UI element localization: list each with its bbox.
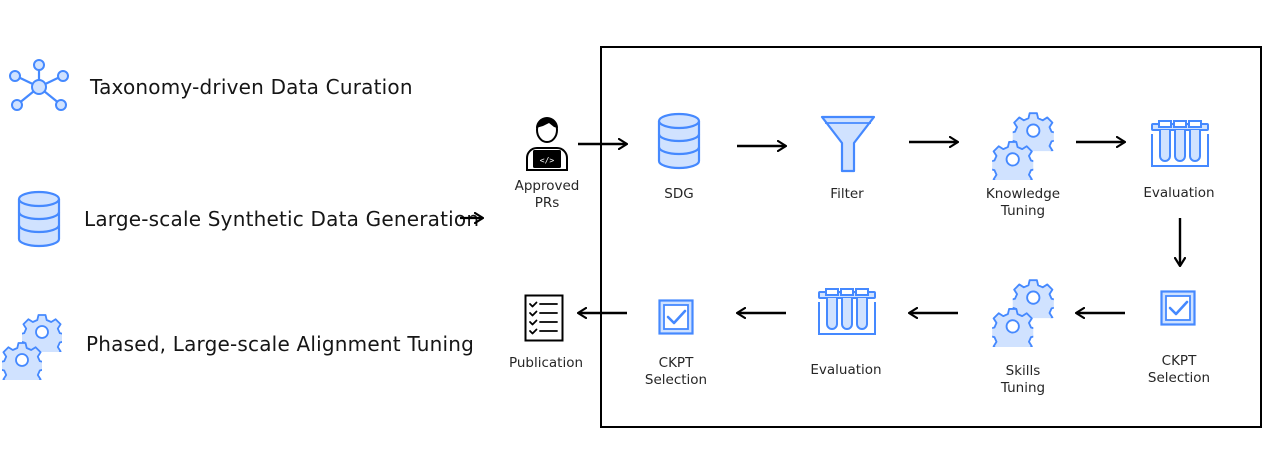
node-label-approved-prs: Approved PRs (514, 178, 580, 211)
node-label-ckpt-selection-right: CKPT Selection (1147, 353, 1211, 386)
node-label-skills-tuning: Skills Tuning (1000, 363, 1046, 396)
svg-text:</>: </> (540, 156, 555, 165)
node-label-knowledge-tuning: Knowledge Tuning (985, 186, 1061, 219)
node-label-sdg: SDG (664, 186, 694, 202)
node-label-evaluation-top: Evaluation (1143, 185, 1215, 201)
node-label-evaluation-bottom: Evaluation (810, 362, 882, 378)
taxonomy-network-icon (9, 59, 69, 111)
node-label-publication: Publication (508, 355, 584, 371)
legend-item-label: Taxonomy-driven Data Curation (90, 75, 413, 99)
funnel-icon (820, 115, 876, 173)
developer-laptop-icon: </> (526, 117, 568, 171)
legend-item-label: Large-scale Synthetic Data Generation (84, 207, 480, 231)
pipeline-frame (600, 46, 1262, 428)
legend-item-label: Phased, Large-scale Alignment Tuning (86, 332, 474, 356)
node-label-ckpt-selection-left: CKPT Selection (644, 355, 708, 388)
node-label-filter: Filter (830, 186, 864, 202)
checklist-document-icon (524, 294, 564, 342)
